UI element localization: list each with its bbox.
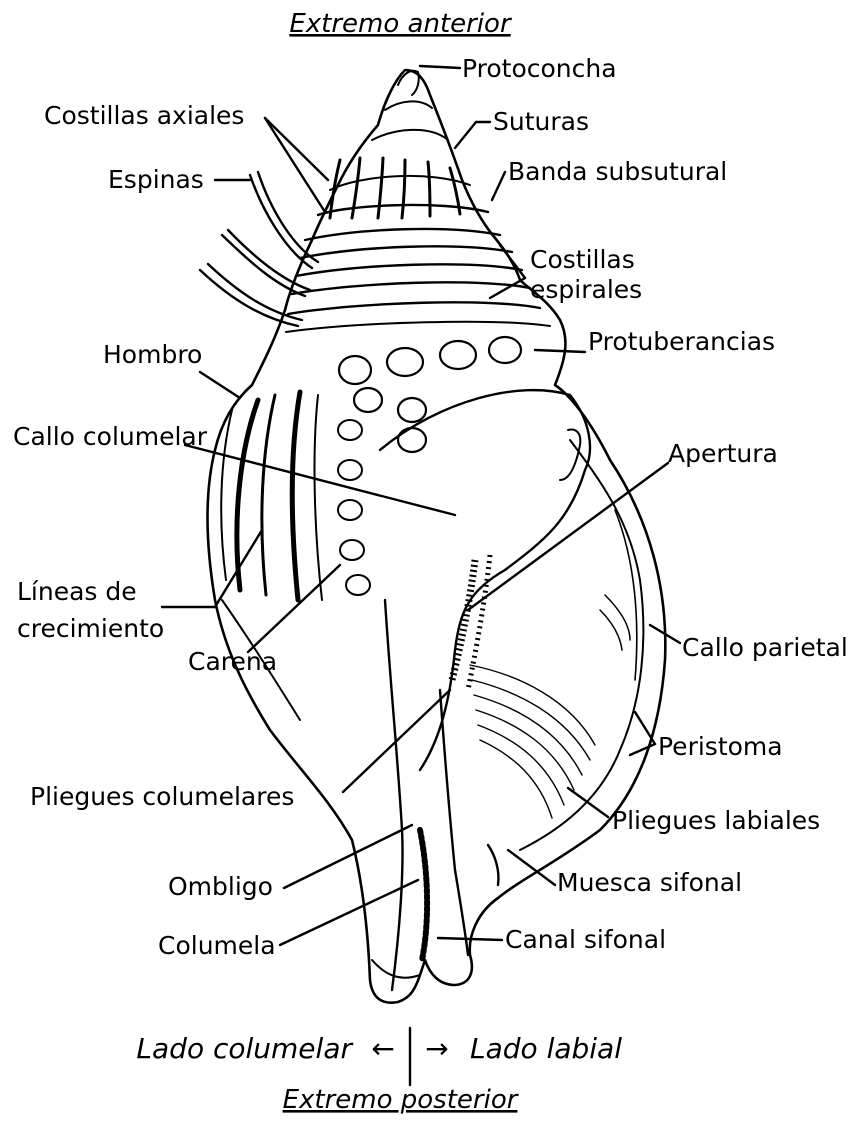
shell-illustration [200,70,665,1003]
label-lineas-crecimiento-2: crecimiento [17,614,164,643]
label-callo-columelar: Callo columelar [13,422,208,451]
label-suturas: Suturas [493,107,589,136]
label-pliegues-labiales: Pliegues labiales [612,806,820,835]
label-columela: Columela [158,931,276,960]
label-lineas-crecimiento-1: Líneas de [17,577,137,606]
label-pliegues-columelares: Pliegues columelares [30,782,294,811]
label-costillas-axiales: Costillas axiales [44,101,244,130]
label-protoconcha: Protoconcha [462,54,617,83]
label-callo-parietal: Callo parietal [682,633,848,662]
label-ombligo: Ombligo [168,872,273,901]
label-costillas-espirales-2: espirales [530,275,642,304]
label-hombro: Hombro [103,340,202,369]
label-muesca-sifonal: Muesca sifonal [557,868,742,897]
label-lado-columelar: Lado columelar [136,1032,353,1065]
label-protuberancias: Protuberancias [588,327,775,356]
label-espinas: Espinas [108,165,204,194]
shell-outline [208,70,666,1003]
title-anterior-end: Extremo anterior [289,9,513,39]
label-costillas-espirales-1: Costillas [530,245,635,274]
label-lado-labial: Lado labial [470,1032,622,1065]
label-banda-subsutural: Banda subsutural [508,157,727,186]
arrow-left-icon: ← [371,1032,394,1065]
label-canal-sifonal: Canal sifonal [505,925,666,954]
label-peristoma: Peristoma [658,732,783,761]
label-apertura: Apertura [668,439,778,468]
label-carena: Carena [188,647,277,676]
title-posterior-end: Extremo posterior [283,1085,520,1115]
arrow-right-icon: → [425,1032,448,1065]
